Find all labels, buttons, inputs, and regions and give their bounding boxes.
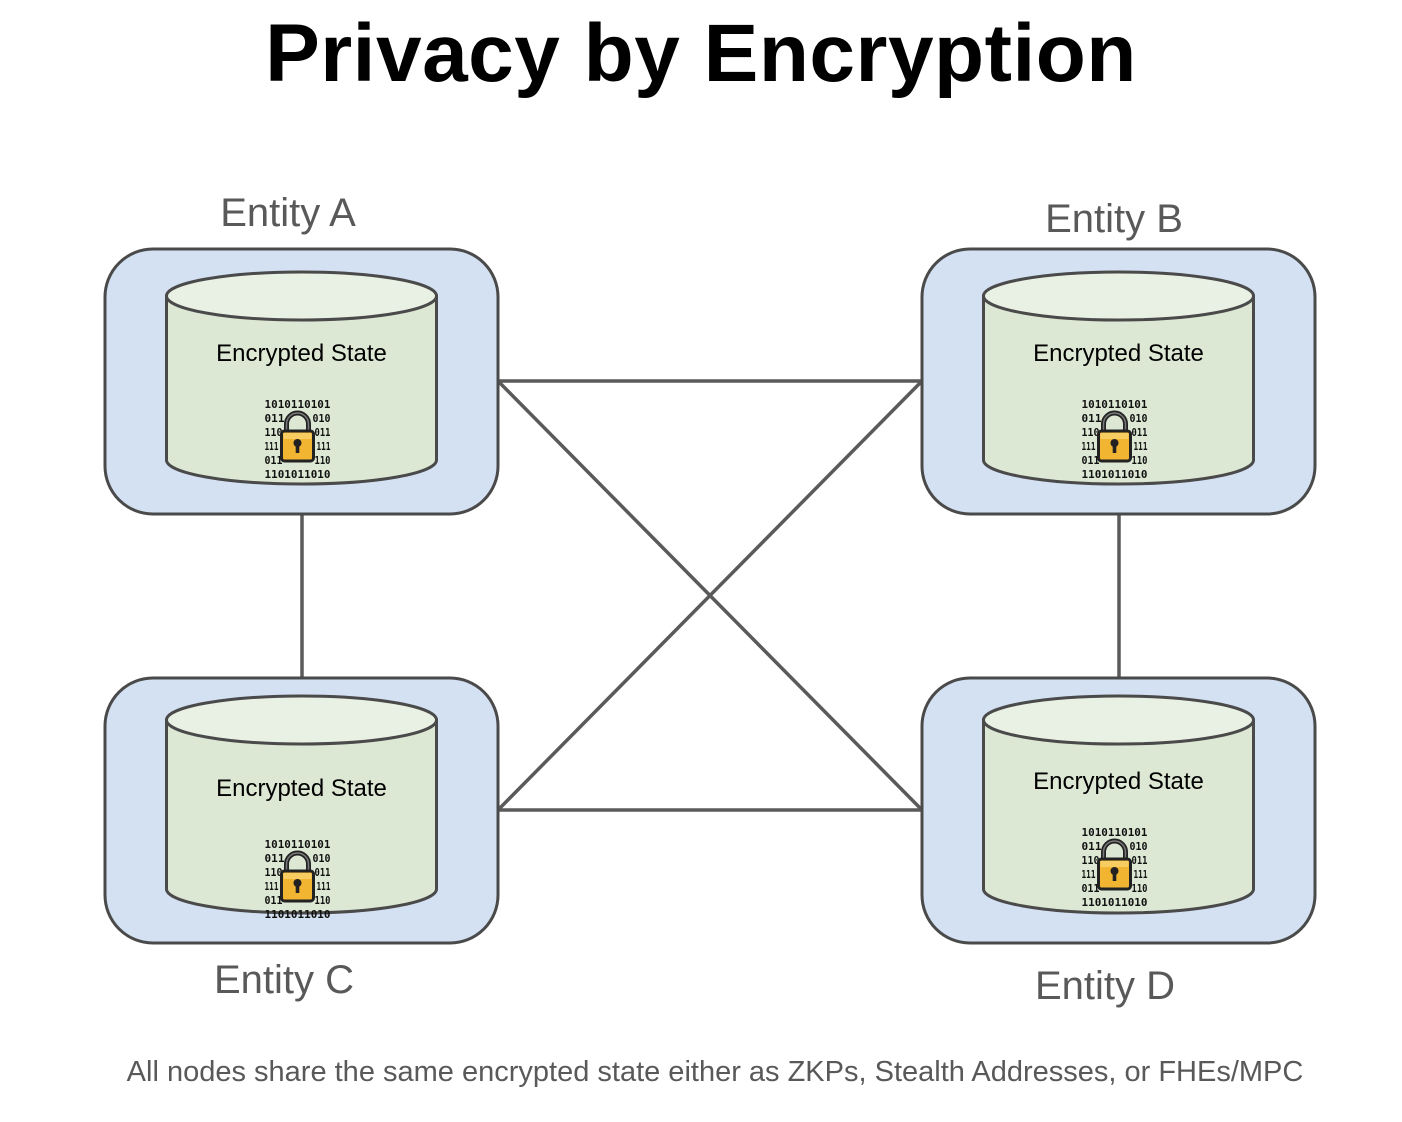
binary-lock-icon [265, 838, 331, 921]
binary-lock-icon [265, 398, 331, 481]
entity-node-a [103, 247, 500, 516]
entity-label-b: Entity B [1045, 197, 1183, 241]
database-cylinder-icon [165, 270, 438, 486]
state-label-a: Encrypted State [216, 340, 387, 367]
entity-label-c: Entity C [213, 958, 355, 1002]
binary-lock-icon [1082, 826, 1148, 909]
entity-label-a: Entity A [220, 191, 356, 235]
state-label-b: Encrypted State [1033, 340, 1204, 367]
entity-node-b [920, 247, 1317, 516]
binary-lock-icon [1082, 398, 1148, 481]
state-label-c: Encrypted State [216, 775, 387, 802]
entity-node-c [103, 676, 500, 945]
entity-node-d [920, 676, 1317, 945]
database-cylinder-icon [982, 270, 1255, 486]
footer-caption: All nodes share the same encrypted state… [126, 1056, 1304, 1088]
state-label-d: Encrypted State [1033, 768, 1204, 795]
connector-b-c [496, 379, 924, 812]
database-cylinder-icon [982, 694, 1255, 915]
database-cylinder-icon [165, 694, 438, 915]
page-title: Privacy by Encryption [265, 8, 1137, 99]
entity-label-d: Entity D [1034, 964, 1176, 1008]
